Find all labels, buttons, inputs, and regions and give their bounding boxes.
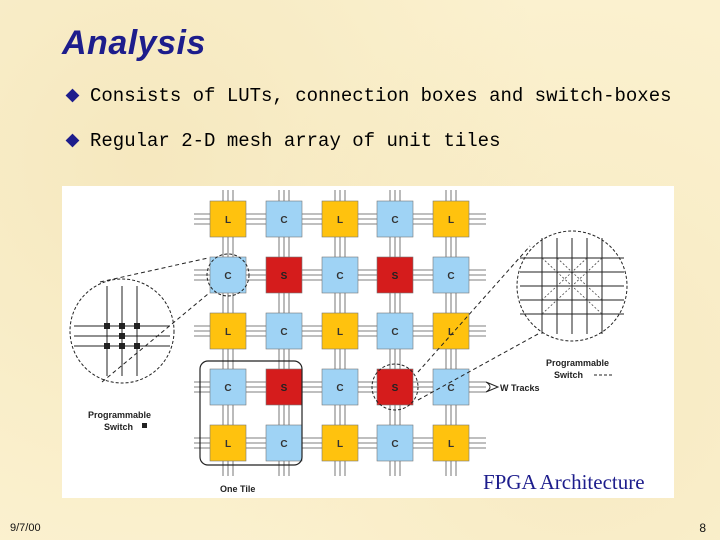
bullet-item: Regular 2-D mesh array of unit tiles (65, 127, 686, 156)
tile-label: L (448, 327, 454, 338)
highlight-connection-box (206, 253, 250, 297)
tile-block-L (321, 200, 359, 238)
one-tile-label: One Tile (220, 484, 255, 494)
switch-diagonal (541, 257, 603, 315)
tile-block-L (321, 312, 359, 350)
tile-label: L (337, 327, 343, 338)
tile-block-S (376, 368, 414, 406)
slide-date: 9/7/00 (10, 522, 41, 534)
zoom-left-wires (74, 286, 170, 376)
bullet-text: Consists of LUTs, connection boxes and s… (90, 85, 672, 107)
page-number: 8 (699, 521, 706, 535)
tile-block-S (376, 256, 414, 294)
w-tracks-label: W Tracks (500, 383, 540, 393)
programmable-switch-label-left: Switch (104, 422, 133, 432)
tile-label: L (225, 215, 231, 226)
tile-label: C (280, 439, 287, 450)
tile-label: C (447, 383, 454, 394)
tile-block-L (432, 424, 470, 462)
tile-label: S (392, 271, 399, 282)
programmable-switch-label-right: Switch (554, 370, 583, 380)
one-tile-outline (199, 360, 303, 466)
tile-label: L (448, 439, 454, 450)
tile-label: C (280, 215, 287, 226)
tile-label: L (337, 439, 343, 450)
bullet-text: Regular 2-D mesh array of unit tiles (90, 130, 501, 152)
tile-label: L (225, 439, 231, 450)
highlight-switch (371, 363, 419, 411)
tile-label: C (391, 215, 398, 226)
programmable-switch-dot (104, 343, 110, 349)
tile-block-C (321, 256, 359, 294)
tile-label: C (391, 327, 398, 338)
tile-block-C (209, 368, 247, 406)
tile-block-L (209, 424, 247, 462)
slide-title: Analysis (62, 24, 206, 62)
tile-label: L (448, 215, 454, 226)
tile-block-L (209, 200, 247, 238)
diamond-bullet-icon (65, 88, 80, 103)
tile-label: C (224, 271, 231, 282)
tile-block-L (209, 312, 247, 350)
programmable-switch-dot (119, 343, 125, 349)
switch-diagonals (541, 257, 603, 315)
tile-block-L (432, 312, 470, 350)
programmable-switch-dot (134, 343, 140, 349)
fpga-diagram-svg: L C L C L C S C S C L C L C L C S C S C L C L C L One Tile Program… (69, 190, 628, 494)
tile-block-L (432, 200, 470, 238)
programmable-switch-dot (119, 323, 125, 329)
tile-block-S (265, 256, 303, 294)
tile-block-L (321, 424, 359, 462)
zoom-connector-left-bottom (101, 293, 209, 383)
programmable-switch-dot (134, 323, 140, 329)
bullet-item: Consists of LUTs, connection boxes and s… (65, 82, 686, 111)
tile-label: C (391, 439, 398, 450)
tile-label: S (281, 383, 288, 394)
tile-block-C (265, 200, 303, 238)
legend-switch-dot (142, 423, 147, 428)
programmable-switch-label-right: Programmable (546, 358, 609, 368)
tile-label: C (336, 383, 343, 394)
programmable-switch-dot (119, 333, 125, 339)
w-tracks-brace (485, 381, 500, 393)
tile-block-C (265, 424, 303, 462)
tile-block-C (376, 200, 414, 238)
programmable-switch-label-left: Programmable (88, 410, 151, 420)
tile-block-C (265, 312, 303, 350)
tile-label: C (224, 383, 231, 394)
diagram-caption: FPGA Architecture (483, 470, 645, 494)
tile-label: S (392, 383, 399, 394)
tile-label: C (280, 327, 287, 338)
tile-label: C (336, 271, 343, 282)
bullet-list: Consists of LUTs, connection boxes and s… (65, 82, 686, 156)
tile-block-C (376, 312, 414, 350)
tile-block-C (209, 256, 247, 294)
zoom-connector-right-top (417, 245, 531, 373)
zoom-connector-left-top (99, 257, 209, 283)
tile-block-C (432, 256, 470, 294)
tile-label: C (447, 271, 454, 282)
tile-label: L (337, 215, 343, 226)
tile-label: S (281, 271, 288, 282)
programmable-switch-dot (104, 323, 110, 329)
diamond-bullet-icon (65, 133, 80, 148)
tile-label: L (225, 327, 231, 338)
tile-block-C (321, 368, 359, 406)
tile-block-C (376, 424, 414, 462)
fpga-diagram: L C L C L C S C S C L C L C L C S C S C L C L C L One Tile Program… (62, 186, 674, 498)
zoom-connector-right-bottom (417, 333, 539, 401)
